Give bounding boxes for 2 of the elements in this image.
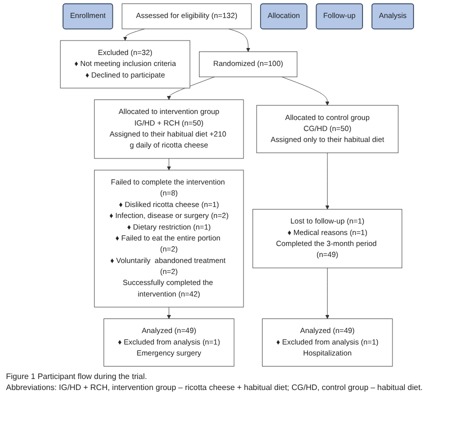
abbreviations-note: Abbreviations: IG/HD + RCH, intervention group – ricotta cheese + habitual diet; CG/HD, control group – habitual diet. bbox=[6, 383, 424, 392]
figure-caption: Figure 1 Participant flow during the trial. bbox=[6, 372, 148, 381]
